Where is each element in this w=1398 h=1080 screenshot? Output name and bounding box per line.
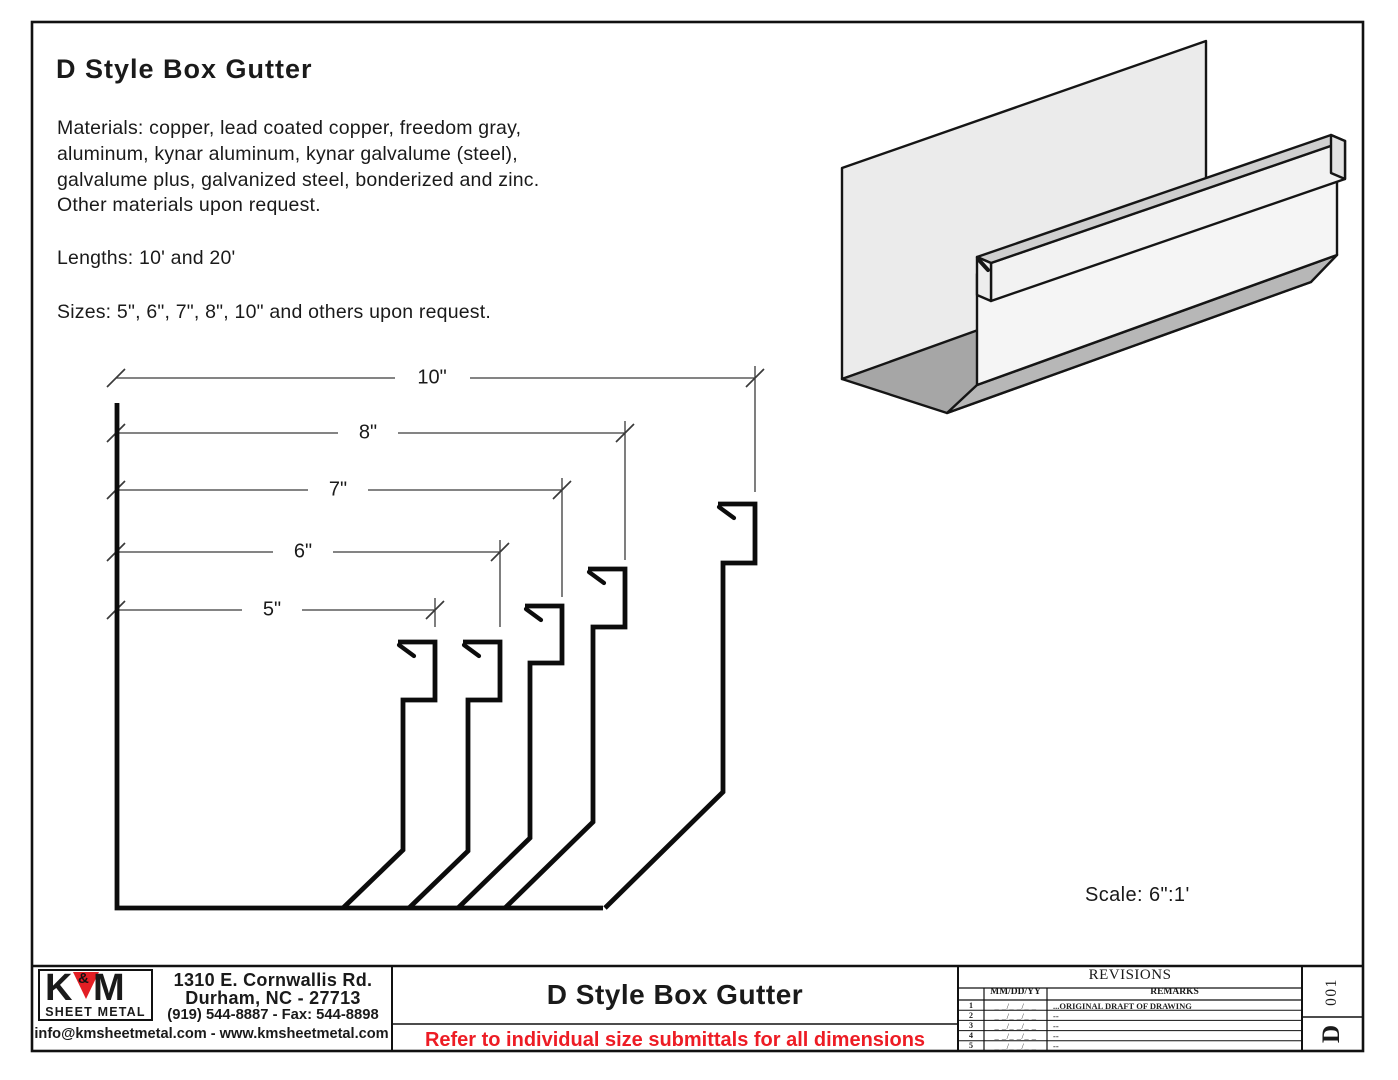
profile-8in bbox=[503, 566, 628, 910]
gutter-profiles bbox=[114, 403, 758, 911]
sheet-number: 001 bbox=[1323, 978, 1340, 1006]
rev-row-remark: -- bbox=[1053, 1010, 1059, 1021]
address-line-1: 1310 E. Cornwallis Rd. bbox=[173, 970, 373, 990]
address-line-3: (919) 544-8887 - Fax: 544-8898 bbox=[167, 1007, 379, 1023]
rev-row-no: 2 bbox=[969, 1010, 973, 1020]
logo-ampersand: & bbox=[78, 970, 89, 987]
dim-label-6in: 6" bbox=[290, 540, 316, 564]
tick-marks bbox=[106, 368, 765, 620]
materials-line: Materials: copper, lead coated copper, f… bbox=[57, 117, 522, 139]
sizes-text: Sizes: 5", 6", 7", 8", 10" and others up… bbox=[57, 301, 491, 323]
hem-notch bbox=[976, 257, 990, 272]
profile-hem-flags bbox=[396, 504, 737, 659]
sheet-series-letter: D bbox=[1318, 1024, 1345, 1044]
materials-text: Materials: copper, lead coated copper, f… bbox=[57, 116, 539, 219]
materials-line: galvalume plus, galvanized steel, bonder… bbox=[57, 168, 540, 191]
logo-letter-m: M bbox=[93, 967, 125, 1009]
address-line-2: Durham, NC - 27713 bbox=[185, 988, 361, 1008]
sheet-border bbox=[30, 20, 1365, 1053]
lengths-text: Lengths: 10' and 20' bbox=[57, 247, 236, 269]
revisions-col-remarks: REMARKS bbox=[1150, 987, 1199, 997]
profile-6in bbox=[407, 639, 503, 910]
rev-row-no: 1 bbox=[969, 1000, 973, 1010]
rev-row-no: 5 bbox=[969, 1041, 973, 1051]
materials-line: Other materials upon request. bbox=[57, 194, 321, 217]
titleblock-red-note: Refer to individual size submittals for … bbox=[424, 1029, 926, 1051]
title-block-lines bbox=[32, 964, 1363, 1051]
rev-row-date: _ _/_ _/_ _ bbox=[994, 1021, 1037, 1031]
logo-subtitle: SHEET METAL bbox=[45, 1005, 146, 1019]
profile-7in bbox=[456, 603, 565, 910]
rev-row-remark: ...ORIGINAL DRAFT OF DRAWING bbox=[1053, 1000, 1192, 1011]
rev-row-no: 3 bbox=[969, 1021, 973, 1030]
scale-note: Scale: 6":1' bbox=[1085, 884, 1190, 906]
dimension-lines bbox=[106, 366, 765, 627]
rev-row-remark: -- bbox=[1053, 1021, 1059, 1031]
company-logo: K & M SHEET METAL bbox=[38, 967, 153, 1021]
rev-row-date: _ _/_ _/_ _ bbox=[994, 1041, 1037, 1052]
contact-line: info@kmsheetmetal.com - www.kmsheetmetal… bbox=[34, 1026, 389, 1042]
profile-back-and-bottom bbox=[114, 403, 603, 911]
rail-end-cap bbox=[1329, 133, 1347, 181]
revisions-col-date: MM/DD/YY bbox=[990, 987, 1041, 997]
materials-line: aluminum, kynar aluminum, kynar galvalum… bbox=[57, 142, 518, 165]
rev-row-no: 4 bbox=[969, 1031, 973, 1041]
rev-row-date: _ _/_ _/_ _ bbox=[994, 1031, 1037, 1042]
dim-label-10in: 10" bbox=[414, 366, 450, 390]
logo-letter-k: K bbox=[45, 967, 72, 1009]
titleblock-drawing-title: D Style Box Gutter bbox=[546, 979, 804, 1010]
rev-row-remark: -- bbox=[1053, 1031, 1059, 1042]
gutter-3d-view bbox=[840, 39, 1347, 415]
dim-label-8in: 8" bbox=[355, 421, 381, 445]
extension-lines bbox=[434, 366, 756, 627]
page-title: D Style Box Gutter bbox=[56, 54, 313, 84]
rev-row-date: _ _/_ _/_ _ bbox=[994, 1010, 1037, 1021]
profile-5in bbox=[341, 639, 438, 910]
rev-row-remark: -- bbox=[1053, 1041, 1059, 1052]
revisions-title: REVISIONS bbox=[1088, 967, 1172, 983]
dim-label-5in: 5" bbox=[259, 598, 285, 622]
dim-label-7in: 7" bbox=[325, 478, 351, 502]
profile-10in bbox=[603, 501, 758, 910]
rev-row-date: _ _/_ _/_ _ bbox=[994, 1000, 1037, 1011]
